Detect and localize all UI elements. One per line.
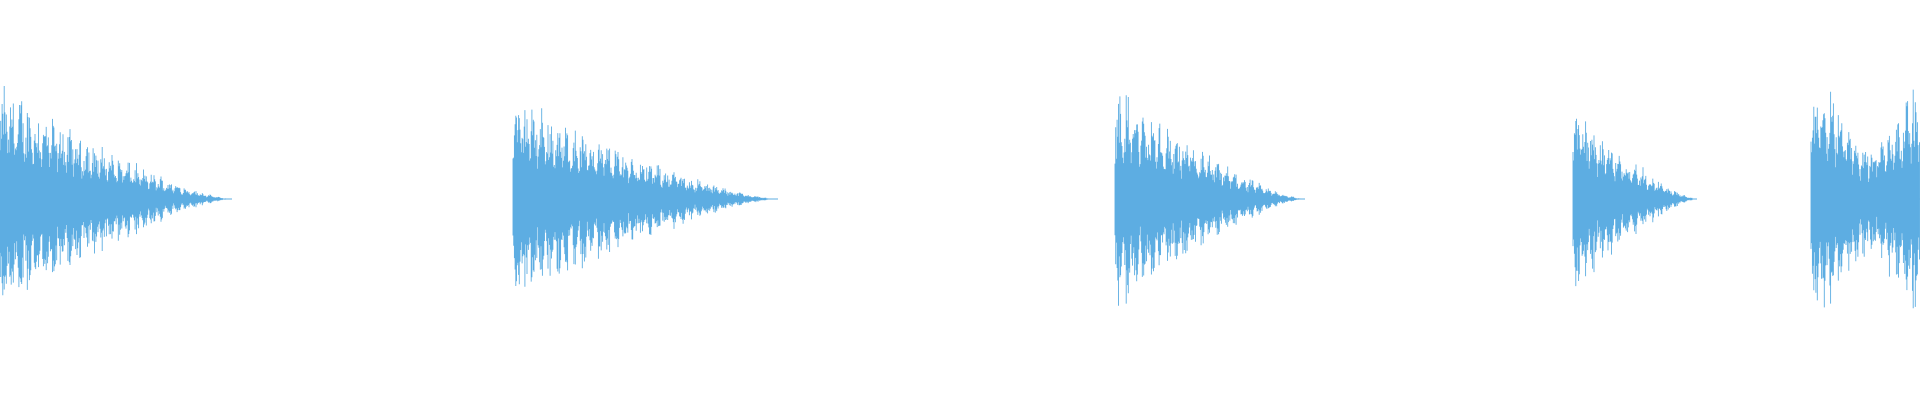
audio-clip-2[interactable]: [512, 108, 778, 287]
waveform-peaks-1: [0, 86, 232, 296]
audio-clip-3[interactable]: [1114, 95, 1305, 306]
waveform-peaks-4: [1572, 118, 1697, 287]
audio-clip-5[interactable]: [1810, 89, 1920, 309]
waveform-peaks-2: [512, 108, 778, 287]
waveform-peaks-3: [1114, 95, 1305, 306]
audio-clip-1[interactable]: [0, 86, 232, 296]
audio-clip-4[interactable]: [1572, 118, 1697, 287]
waveform-peaks-5: [1810, 89, 1920, 309]
